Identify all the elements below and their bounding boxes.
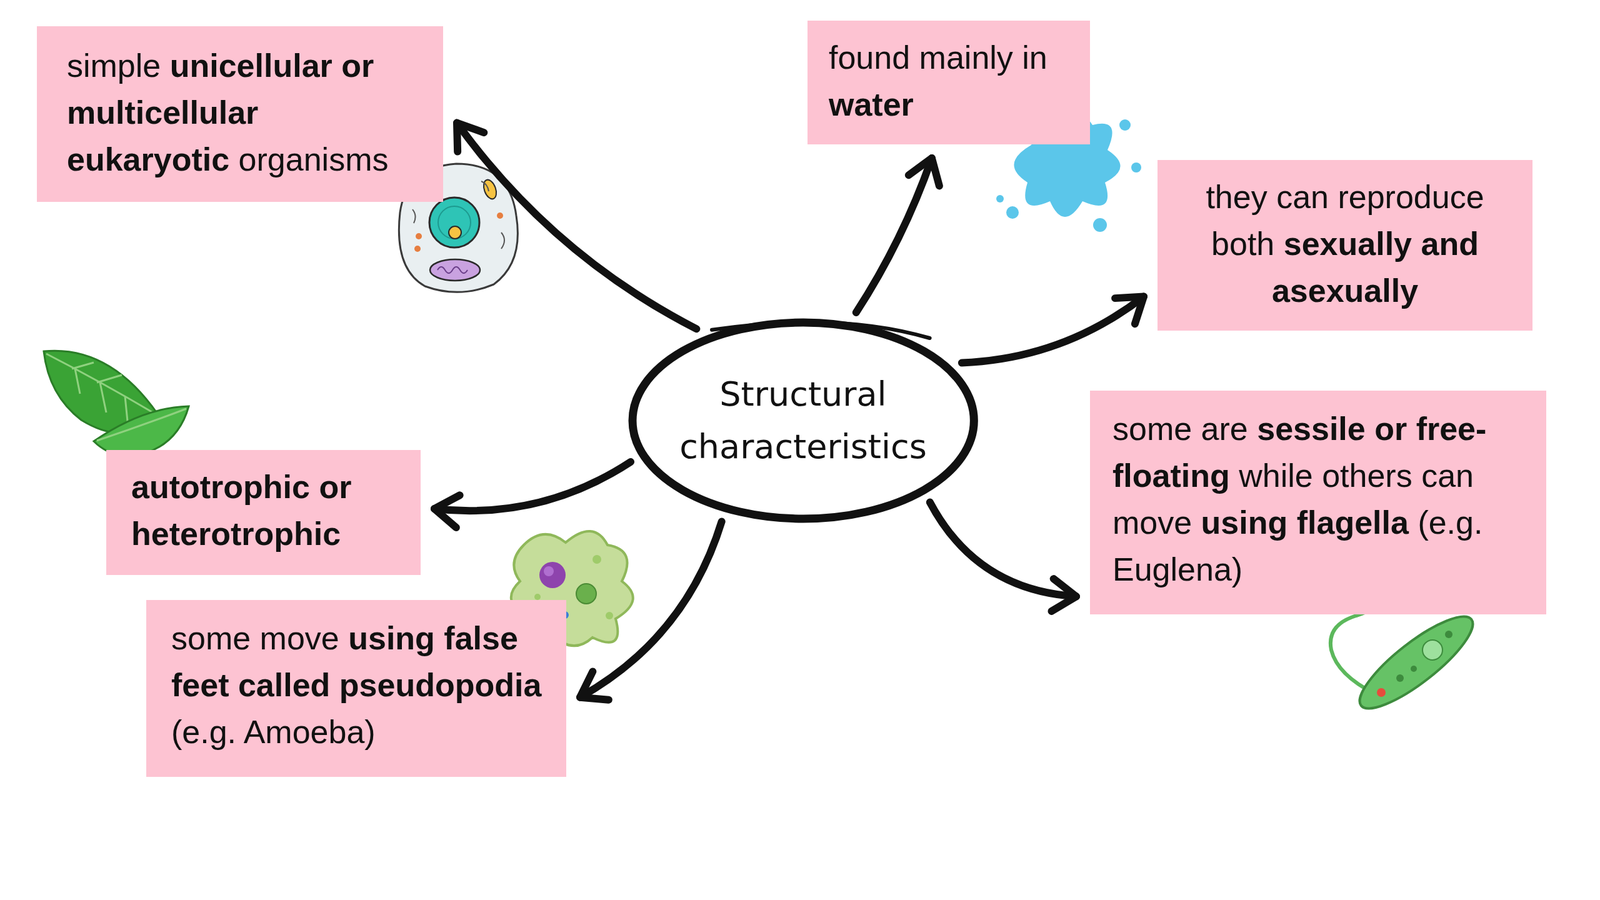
node-text: simple unicellular or multicellular euka… [66,42,425,184]
central-ellipse: Structuralcharacteristics [627,317,979,524]
info-box: found mainly in water [807,20,1090,145]
connector-line [456,123,697,330]
node-text: some move using false feet called pseudo… [171,615,548,756]
connector-line [961,296,1144,363]
word: simple [66,47,161,84]
word: eukaryotic [66,141,230,178]
arrow-connector [434,461,631,528]
word: some [171,620,251,657]
word: can [1421,457,1474,494]
arrowhead [434,495,460,528]
node-text: autotrophic or heterotrophic [131,463,402,558]
word: feet [171,666,229,704]
arrowhead [908,158,940,186]
word: heterotrophic [131,515,341,552]
word: using [348,620,435,657]
node-text: found mainly in water [828,34,1072,129]
word: (e.g. [171,713,237,750]
word: Amoeba) [243,713,376,750]
word: or [318,468,352,505]
word: organisms [238,141,389,178]
arrow-connector [456,123,697,330]
ellipse-outline [627,317,979,524]
word: some [1112,410,1192,447]
arrowhead [1051,578,1077,612]
connector-line [434,461,631,511]
word: pseudopodia [339,666,542,704]
word: multicellular [66,94,259,131]
info-box: simple unicellular or multicellular euka… [36,26,444,202]
word: autotrophic [131,468,310,505]
word: move [1112,504,1192,541]
arrow-connector [856,158,940,313]
word: or [341,47,374,84]
word: or [1374,410,1407,447]
info-box: some are sessile or free-floating while … [1090,390,1547,615]
word: asexually [1271,272,1419,309]
info-box: autotrophic or heterotrophic [106,450,421,575]
info-box: they can reproduce both sexually and ase… [1157,160,1533,331]
info-box: some move using false feet called pseudo… [146,600,567,777]
word: in [1021,39,1047,76]
word: unicellular [170,47,333,84]
word: sessile [1256,410,1366,447]
word: mainly [919,39,1014,76]
arrowhead [1115,296,1144,324]
word: reproduce [1337,178,1484,215]
word: move [260,620,340,657]
word: found [828,39,910,76]
word: others [1321,457,1413,494]
word: are [1201,410,1249,447]
leaf-illustration [43,350,189,458]
word: flagella [1296,504,1409,541]
arrow-connector [580,521,722,700]
arrow-connector [961,296,1144,363]
word: using [1201,504,1289,541]
word: (e.g. [1417,504,1483,541]
word: can [1276,178,1329,215]
arrow-connector [930,502,1077,612]
word: sexually [1283,225,1412,262]
node-text: some are sessile or free-floating while … [1112,405,1528,594]
word: Euglena) [1112,551,1243,588]
word: water [828,86,914,123]
node-text: they can reproduce both sexually and ase… [1170,173,1520,315]
word: false [443,620,519,657]
word: both [1211,225,1275,262]
arrowhead [580,671,609,700]
connector-line [580,521,722,698]
word: and [1420,225,1479,262]
connector-line [856,158,932,313]
word: while [1238,457,1314,494]
node-text: Structuralcharacteristics [679,368,927,474]
word: called [238,666,330,704]
arrowhead [456,123,484,152]
word: they [1205,178,1267,215]
